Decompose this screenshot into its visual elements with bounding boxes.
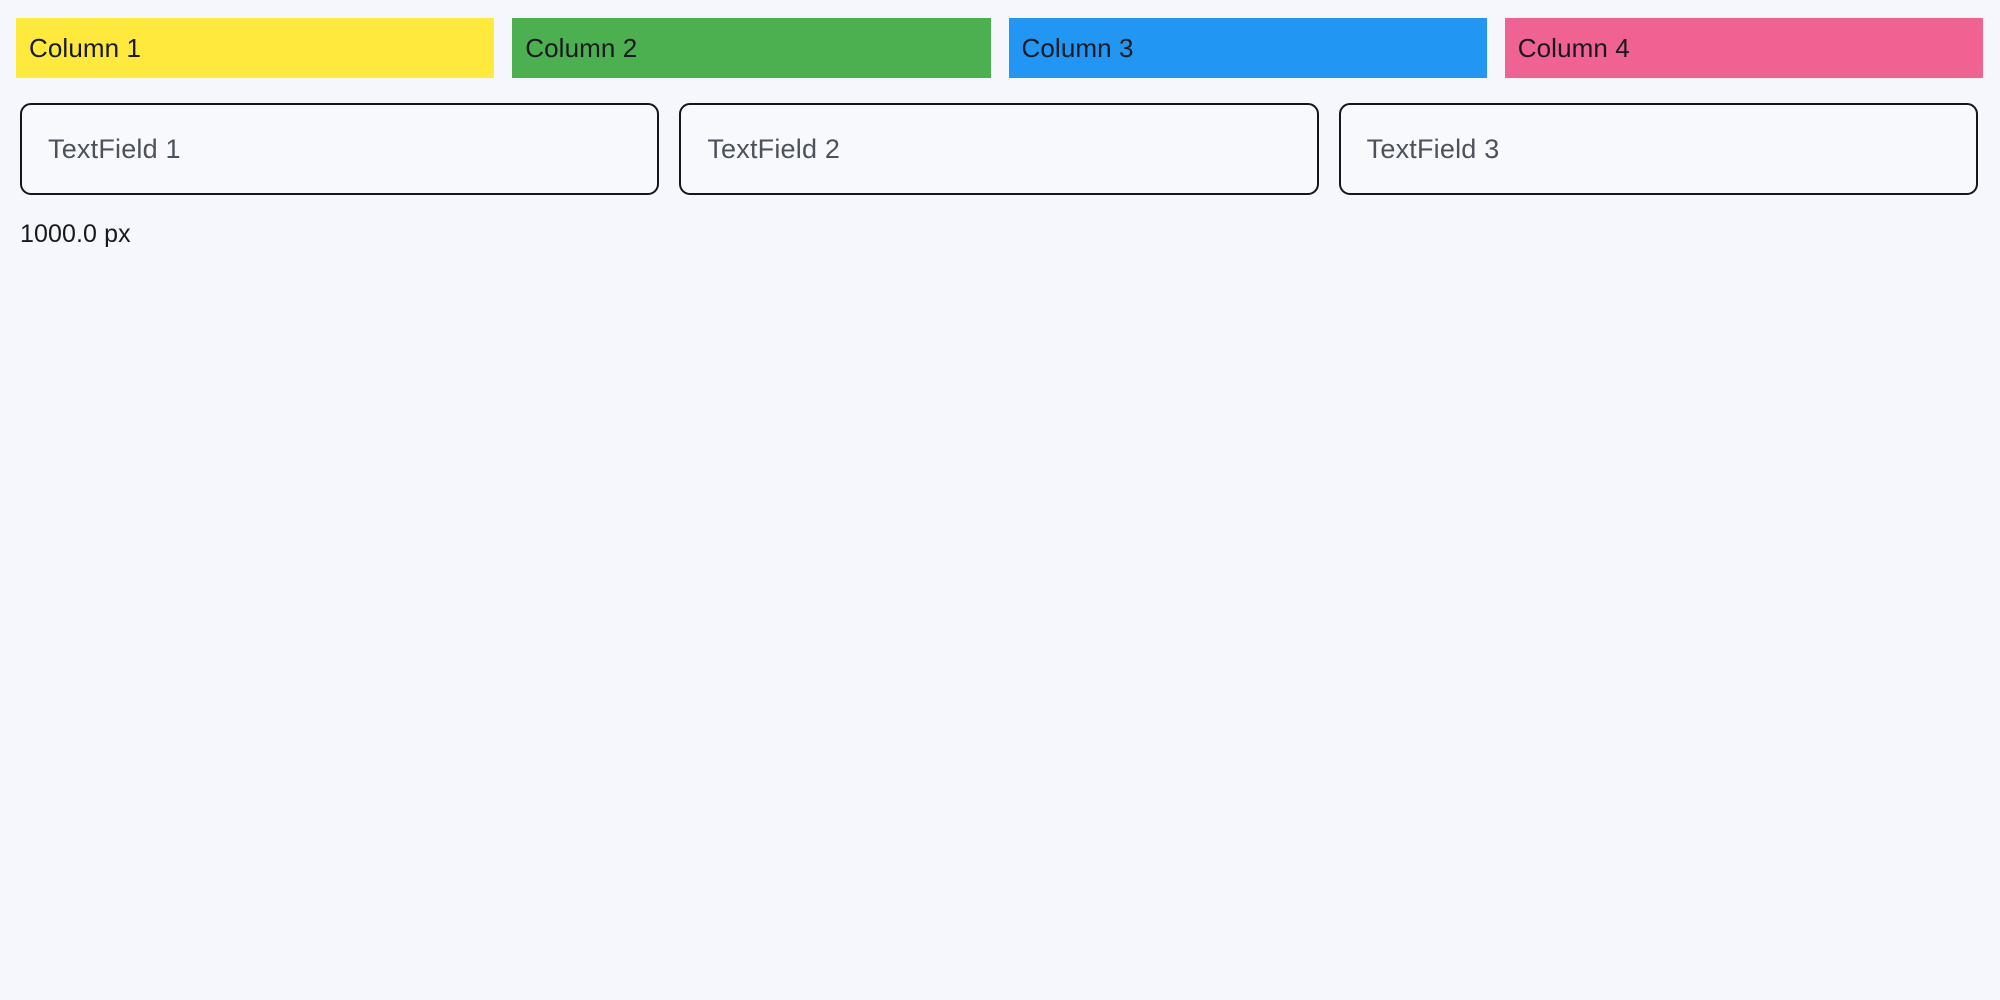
column-bar-2[interactable]: Column 2: [512, 18, 991, 78]
measurement-row: 1000.0 px: [20, 217, 2000, 251]
fields-row: TextField 1 TextField 2 TextField 3: [20, 103, 1978, 195]
column-bar-label: Column 4: [1517, 33, 1630, 63]
text-field-placeholder: TextField 1: [48, 134, 181, 164]
text-field-2[interactable]: TextField 2: [679, 103, 1319, 195]
columns-row: Column 1 Column 2 Column 3 Column 4: [16, 18, 1983, 78]
text-field-3[interactable]: TextField 3: [1338, 103, 1978, 195]
column-bar-label: Column 1: [29, 33, 142, 63]
column-bar-1[interactable]: Column 1: [16, 18, 495, 78]
column-bar-3[interactable]: Column 3: [1008, 18, 1487, 78]
empty-canvas-area: [0, 251, 2000, 1000]
text-field-1[interactable]: TextField 1: [20, 103, 660, 195]
column-bar-label: Column 2: [525, 33, 638, 63]
text-field-placeholder: TextField 2: [707, 134, 841, 164]
text-field-placeholder: TextField 3: [1366, 134, 1500, 164]
column-bar-label: Column 3: [1021, 33, 1134, 63]
measurement-label: 1000.0 px: [20, 220, 131, 248]
column-bar-4[interactable]: Column 4: [1504, 18, 1983, 78]
